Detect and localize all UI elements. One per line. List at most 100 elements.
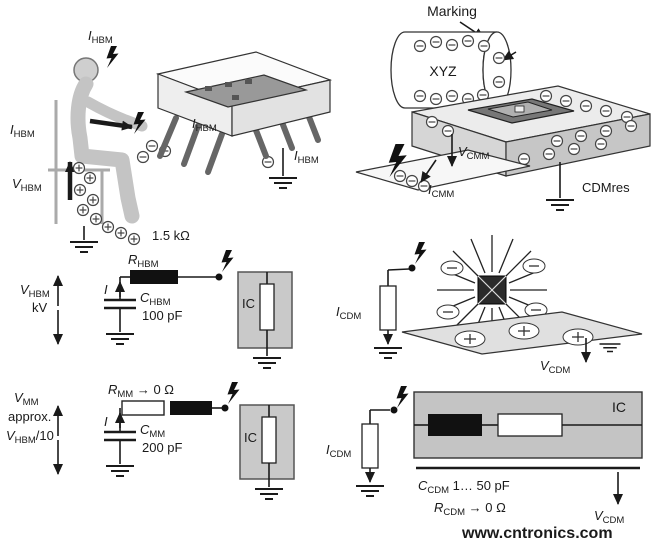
ic-cdm-label: IC (612, 399, 626, 415)
node-dot (215, 273, 223, 281)
minus-charge-icon (550, 134, 564, 148)
ic-hbm-label: IC (242, 296, 255, 311)
plus-charge-icon (101, 220, 115, 234)
current-label: I (104, 414, 108, 429)
plus-charge-icon (114, 226, 128, 240)
current-probe-element (361, 423, 379, 469)
hbm-circuit: VHBM kV RHBM I CHBM 100 pF IC (20, 250, 293, 369)
minus-charge-icon (461, 34, 475, 48)
v-mm-approx-label: approx. (8, 409, 51, 424)
current-label: I (104, 282, 108, 297)
minus-charge-icon (425, 115, 439, 129)
ground-symbol (254, 488, 284, 500)
minus-charge-icon (599, 124, 613, 138)
ic-package-icon (155, 51, 333, 175)
cdm-die-scene: ICDM (336, 235, 643, 376)
capacitor-mm (104, 430, 136, 464)
minus-charge-icon (542, 147, 556, 161)
lightning-bolt-icon (221, 250, 234, 272)
minus-charge-icon (445, 89, 459, 103)
minus-charge-icon (445, 38, 459, 52)
minus-charge-icon (145, 139, 159, 153)
c-cdm-label: CCDM 1… 50 pF (418, 478, 510, 496)
ic-mm-label: IC (244, 430, 257, 445)
cdmres-label: CDMres (582, 180, 630, 195)
minus-charge-icon (594, 137, 608, 151)
series-element-mm (170, 401, 212, 415)
v-mm-label: VMM (14, 390, 39, 408)
body-resistance-label: 1.5 kΩ (152, 228, 190, 243)
ic-block-mm (239, 404, 295, 487)
plus-charge-icon (86, 193, 100, 207)
i-cmm-arrow (420, 159, 437, 183)
minus-charge-icon (559, 94, 573, 108)
i-hbm-pins-label: IHBM (294, 148, 319, 166)
ground-symbol (355, 485, 385, 497)
minus-charge-icon (136, 150, 150, 164)
i-hbm-head-label: IHBM (88, 28, 113, 46)
v-cmm-label: VCMM (458, 144, 489, 162)
ic-block-hbm (237, 271, 293, 356)
minus-charge-icon (492, 51, 506, 65)
minus-charge-icon (599, 104, 613, 118)
minus-charge-icon (574, 129, 588, 143)
cdm-fixture-icon (411, 85, 651, 177)
minus-charge-icon (579, 99, 593, 113)
resistor-hbm (130, 270, 178, 284)
ground-symbol (268, 177, 298, 189)
minus-charge-icon (413, 39, 427, 53)
hbm-voltage-unit: kV (32, 300, 48, 315)
die-minus-charges (436, 258, 548, 320)
i-hbm-chip-label: IHBM (192, 116, 217, 134)
v-hbm-body-label: VHBM (12, 176, 42, 194)
hbm-arm-current-arrow (89, 118, 133, 131)
plus-charge-icon (73, 183, 87, 197)
die-bond-wires-icon (437, 235, 547, 345)
i-cdm-circuit-label: ICDM (326, 442, 351, 460)
lightning-bolt-icon (414, 242, 427, 264)
minus-charge-icon (413, 89, 427, 103)
minus-charge-icon (492, 75, 506, 89)
v-cdm-circuit-label: VCDM (594, 508, 624, 526)
v-mm-ratio-label: VHBM/10 (6, 428, 54, 446)
lightning-bolt-icon (396, 386, 409, 408)
ground-symbol (69, 241, 99, 253)
i-cmm-label: ICMM (428, 182, 454, 200)
ground-symbol (105, 333, 135, 345)
v-cdm-label: VCDM (540, 358, 570, 376)
plus-charge-icon (83, 171, 97, 185)
minus-charge-icon (567, 142, 581, 156)
c-mm-value: 200 pF (142, 440, 183, 455)
c-hbm-label: CHBM (140, 290, 171, 308)
current-probe-element (379, 285, 397, 331)
i-cdm-label: ICDM (336, 304, 361, 322)
minus-charge-icon (405, 174, 419, 188)
c-hbm-value: 100 pF (142, 308, 183, 323)
cdm-scene: Marking XYZ (355, 3, 651, 211)
resistor-mm (121, 400, 165, 416)
cdm-circuit: ICDM IC CCDM 1… 50 pF RCDM → 0 Ω VCDM (326, 386, 643, 526)
node-dot (390, 406, 398, 414)
minus-charge-icon (393, 169, 407, 183)
minus-charge-icon (539, 89, 553, 103)
minus-charge-icon (429, 92, 443, 106)
ic-block-cdm (413, 391, 643, 459)
minus-charge-icon (429, 35, 443, 49)
lightning-bolt-icon (227, 382, 240, 404)
plus-charge-icon (76, 203, 90, 217)
device-marking-text: XYZ (429, 63, 457, 79)
marking-label: Marking (427, 3, 477, 19)
plus-charge-icon (89, 212, 103, 226)
mm-circuit: RMM → 0 Ω VMM approx. VHBM/10 I CMM 200 … (6, 382, 295, 500)
r-hbm-label: RHBM (128, 252, 159, 270)
watermark: www.cntronics.com (461, 525, 613, 542)
i-hbm-arm-label: IHBM (10, 122, 35, 140)
lightning-bolt-icon (106, 46, 119, 68)
node-dot (221, 404, 229, 412)
hbm-voltage-label: VHBM (20, 282, 50, 300)
chair-icon (48, 100, 110, 224)
ground-symbol (252, 357, 282, 369)
node-dot (408, 264, 416, 272)
hbm-scene: IHBM IHBM VHBM IHBM IHBM 1.5 kΩ (10, 28, 333, 253)
